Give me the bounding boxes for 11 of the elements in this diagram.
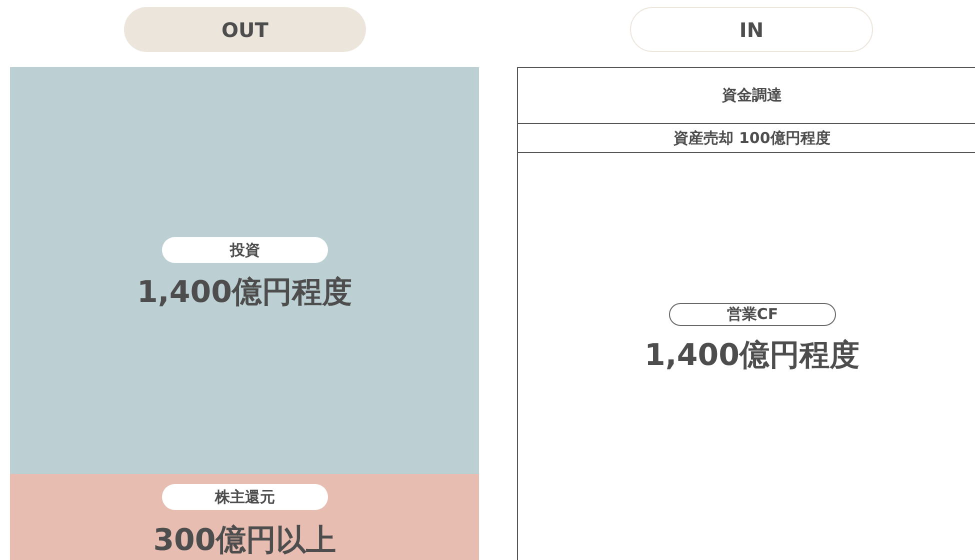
heading-pill: OUT: [124, 7, 366, 52]
amount-text: 1,400億円程度: [644, 336, 860, 374]
table-row: 資金調達: [517, 67, 975, 124]
label-pill: 投資: [162, 237, 328, 263]
amount-text: 1,400億円程度: [136, 274, 353, 312]
label-pill: 営業CF: [669, 303, 836, 326]
label-pill: 株主還元: [162, 484, 328, 510]
amount-text: 300億円以上: [152, 522, 337, 560]
category-panel: [10, 67, 479, 474]
category-panel: [10, 474, 479, 560]
heading-pill: IN: [630, 7, 873, 52]
